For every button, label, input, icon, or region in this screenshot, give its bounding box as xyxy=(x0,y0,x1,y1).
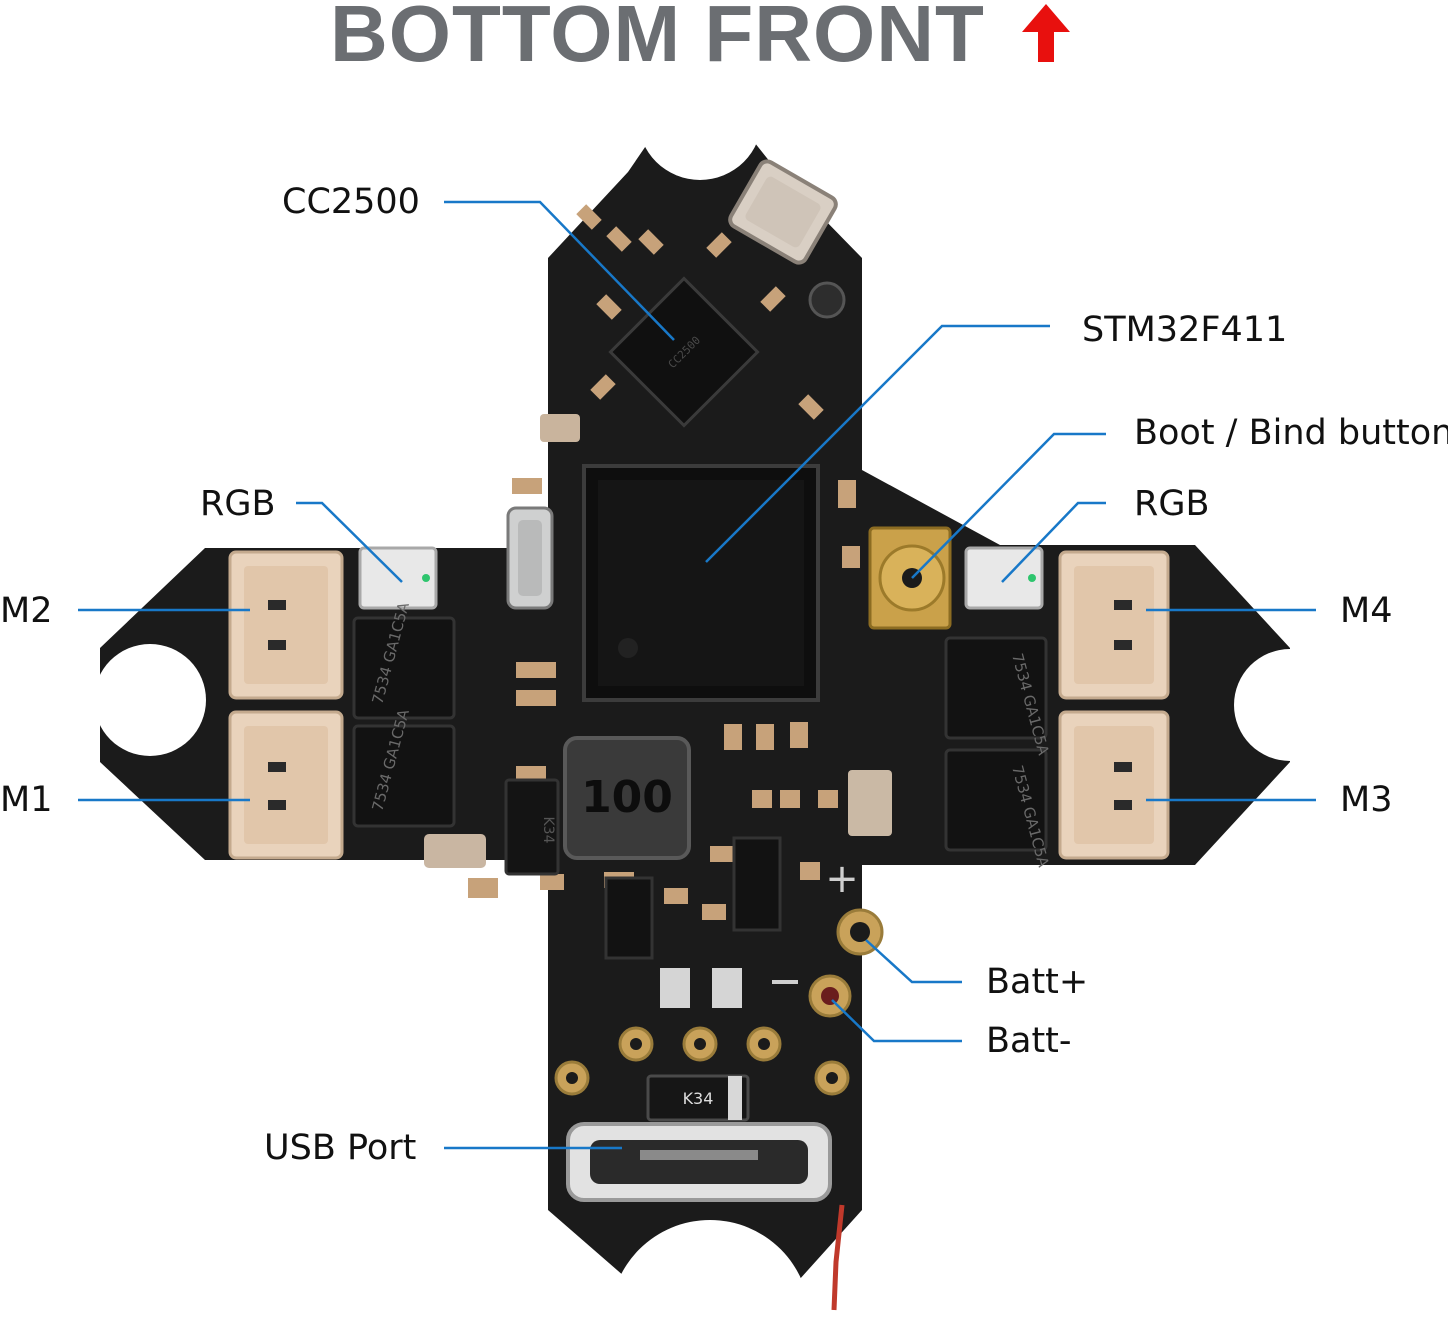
smd-components-bottom xyxy=(424,480,892,1008)
rgb-led-right xyxy=(964,546,1044,610)
stm32-chip xyxy=(582,464,820,702)
antenna-wire xyxy=(831,1204,845,1311)
label-m1: M1 xyxy=(0,780,53,820)
battery-pads xyxy=(808,908,884,1018)
crystal-oscillator xyxy=(728,159,838,265)
front-arrow-icon xyxy=(1022,4,1070,62)
diagram-title: BOTTOM FRONT xyxy=(330,0,985,78)
label-stm32f411: STM32F411 xyxy=(1082,310,1288,350)
label-m4: M4 xyxy=(1340,591,1393,631)
motor-connector-m2 xyxy=(228,550,344,700)
label-cc2500: CC2500 xyxy=(282,182,420,222)
small-ic xyxy=(604,836,782,960)
svg-text:100: 100 xyxy=(581,772,673,823)
label-m3: M3 xyxy=(1340,780,1393,820)
leader-lines xyxy=(78,200,1316,1150)
diode-bottom: K34 xyxy=(646,1074,750,1122)
inductor: 100 xyxy=(563,736,691,860)
motor-connector-m3 xyxy=(1058,710,1170,860)
crystal-small xyxy=(506,506,554,610)
svg-text:K34: K34 xyxy=(683,1089,714,1108)
smd-components-top xyxy=(512,204,824,494)
label-batt-minus: Batt- xyxy=(986,1021,1072,1061)
diode-top: K34 xyxy=(504,778,560,876)
label-rgb-right: RGB xyxy=(1134,484,1210,524)
svg-text:K34: K34 xyxy=(540,817,556,844)
plus-silkscreen: + xyxy=(825,856,859,902)
mosfets xyxy=(352,616,1048,852)
cc2500-chip: CC2500 xyxy=(608,276,760,428)
boot-button xyxy=(868,526,952,630)
usb-port xyxy=(566,1122,832,1202)
label-m2: M2 xyxy=(0,591,53,631)
label-batt-plus: Batt+ xyxy=(986,962,1089,1002)
label-rgb-left: RGB xyxy=(200,484,276,524)
motor-connector-m1 xyxy=(228,710,344,860)
label-boot-bind: Boot / Bind button xyxy=(1134,413,1448,453)
minus-silkscreen xyxy=(772,980,798,984)
pcb-outline xyxy=(100,118,1290,1290)
label-usb-port: USB Port xyxy=(264,1128,417,1168)
motor-connector-m4 xyxy=(1058,550,1170,700)
